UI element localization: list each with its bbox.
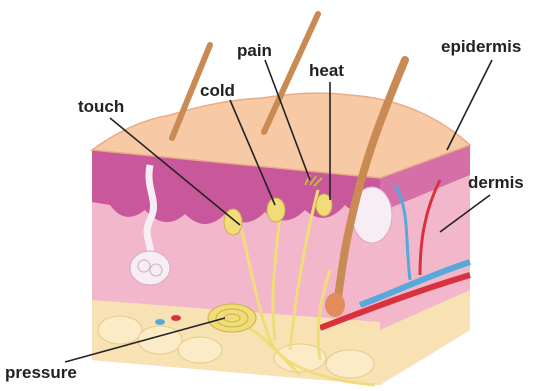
touch-receptor <box>224 209 242 235</box>
hair-bulb <box>325 293 345 317</box>
label-pressure: pressure <box>5 363 77 382</box>
label-epidermis: epidermis <box>441 37 521 56</box>
cold-receptor <box>267 198 285 222</box>
pressure-receptor <box>208 304 256 332</box>
label-heat: heat <box>309 61 344 80</box>
label-cold: cold <box>200 81 235 100</box>
label-dermis: dermis <box>468 173 524 192</box>
vessel-dot <box>155 319 165 325</box>
vessel-dot <box>171 315 181 321</box>
label-touch: touch <box>78 97 124 116</box>
label-pain: pain <box>237 41 272 60</box>
